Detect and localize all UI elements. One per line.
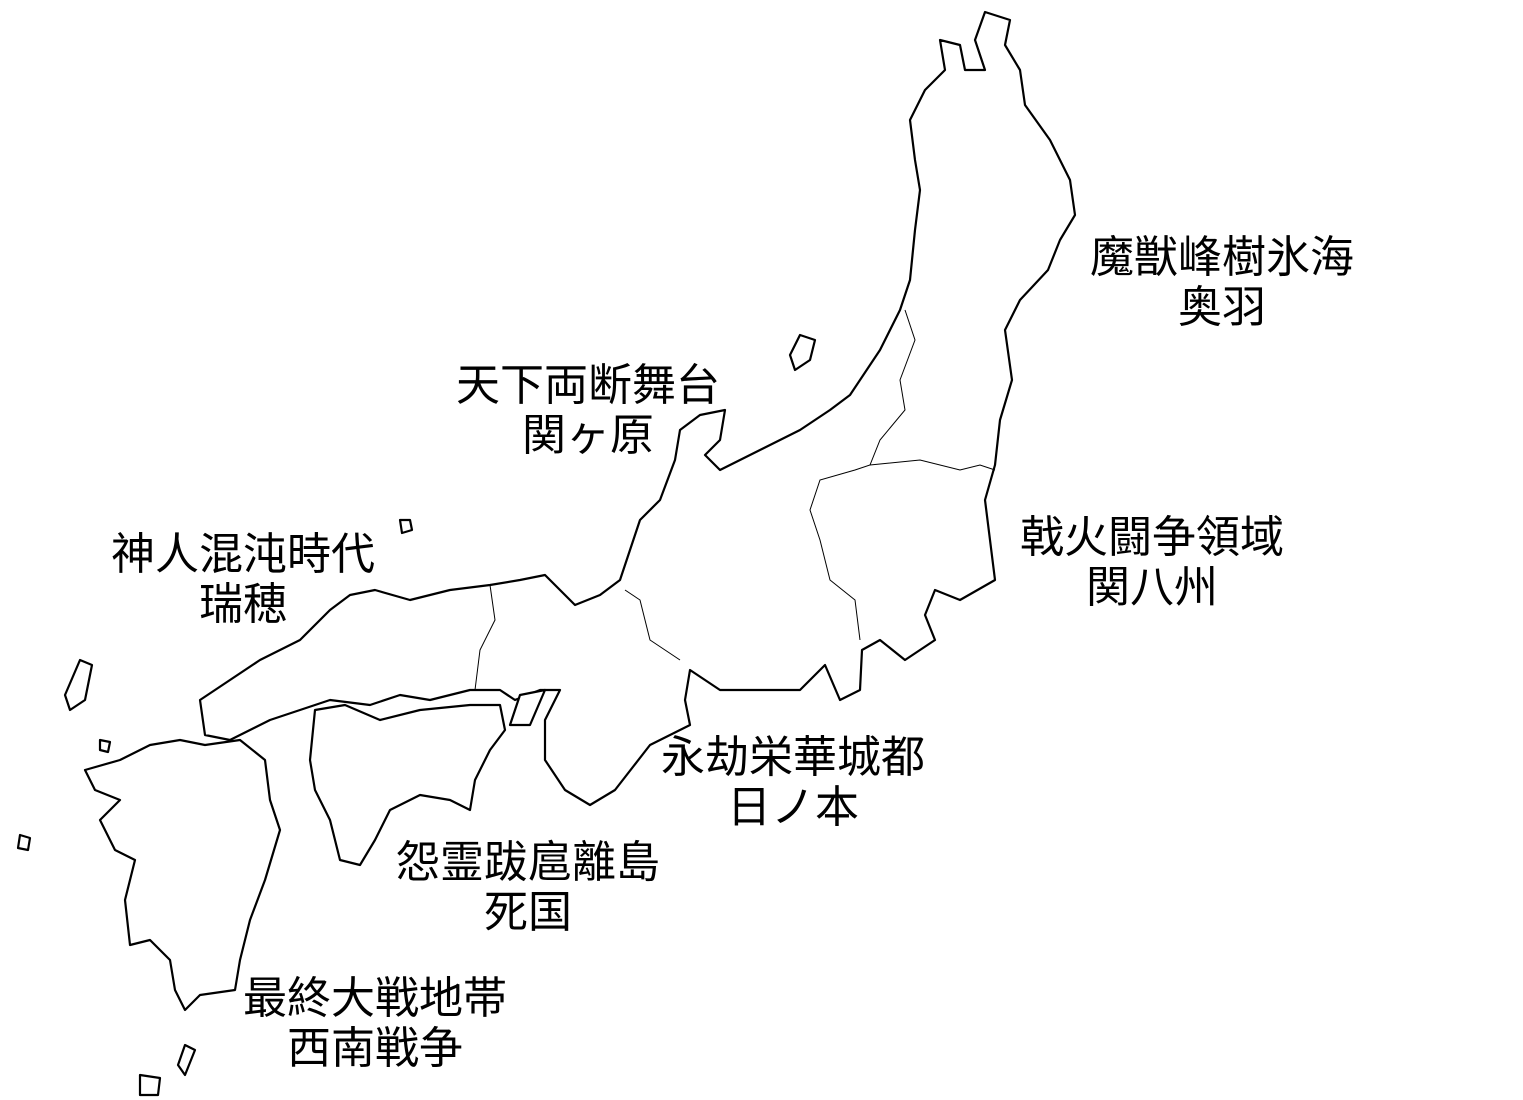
shikoku-outline [308, 703, 507, 867]
region-subname: 関八州 [1086, 562, 1218, 613]
region-name: 戟火闘争領域 [1020, 512, 1284, 563]
region-border [474, 584, 496, 691]
region-name: 最終大戦地帯 [243, 973, 507, 1024]
region-label-hinomoto: 永劫栄華城都 日ノ本 [661, 733, 925, 833]
region-subname: 奥羽 [1178, 282, 1266, 333]
region-label-kanhasshu: 戟火闘争領域 関八州 [1020, 513, 1284, 613]
region-subname: 関ヶ原 [522, 410, 654, 461]
region-subname: 死国 [484, 887, 572, 938]
region-name: 怨霊跋扈離島 [396, 837, 660, 888]
region-label-ou: 魔獣峰樹氷海 奥羽 [1090, 233, 1354, 333]
sado-island [788, 333, 817, 372]
region-name: 神人混沌時代 [111, 529, 375, 580]
region-subname: 日ノ本 [727, 782, 859, 833]
kyushu-outline [83, 738, 282, 1012]
region-name: 永劫栄華城都 [661, 732, 925, 783]
region-name: 魔獣峰樹氷海 [1090, 232, 1354, 283]
region-subname: 瑞穂 [199, 579, 287, 630]
iki-island [98, 738, 112, 754]
region-label-sekigahara: 天下両断舞台 関ヶ原 [456, 361, 720, 461]
goto-island [16, 833, 32, 852]
tsushima-island [63, 658, 94, 712]
region-name: 天下両断舞台 [456, 360, 720, 411]
awaji-island [508, 688, 547, 727]
region-label-seinan: 最終大戦地帯 西南戦争 [243, 974, 507, 1074]
yakushima-island [138, 1073, 162, 1097]
region-label-mizuho: 神人混沌時代 瑞穂 [111, 530, 375, 630]
region-border [809, 309, 916, 641]
region-border [624, 589, 681, 661]
region-border [869, 459, 996, 471]
region-label-shikoku: 怨霊跋扈離島 死国 [396, 838, 660, 938]
tanegashima-island [176, 1043, 197, 1077]
oki-island [398, 518, 414, 535]
region-subname: 西南戦争 [287, 1023, 463, 1074]
